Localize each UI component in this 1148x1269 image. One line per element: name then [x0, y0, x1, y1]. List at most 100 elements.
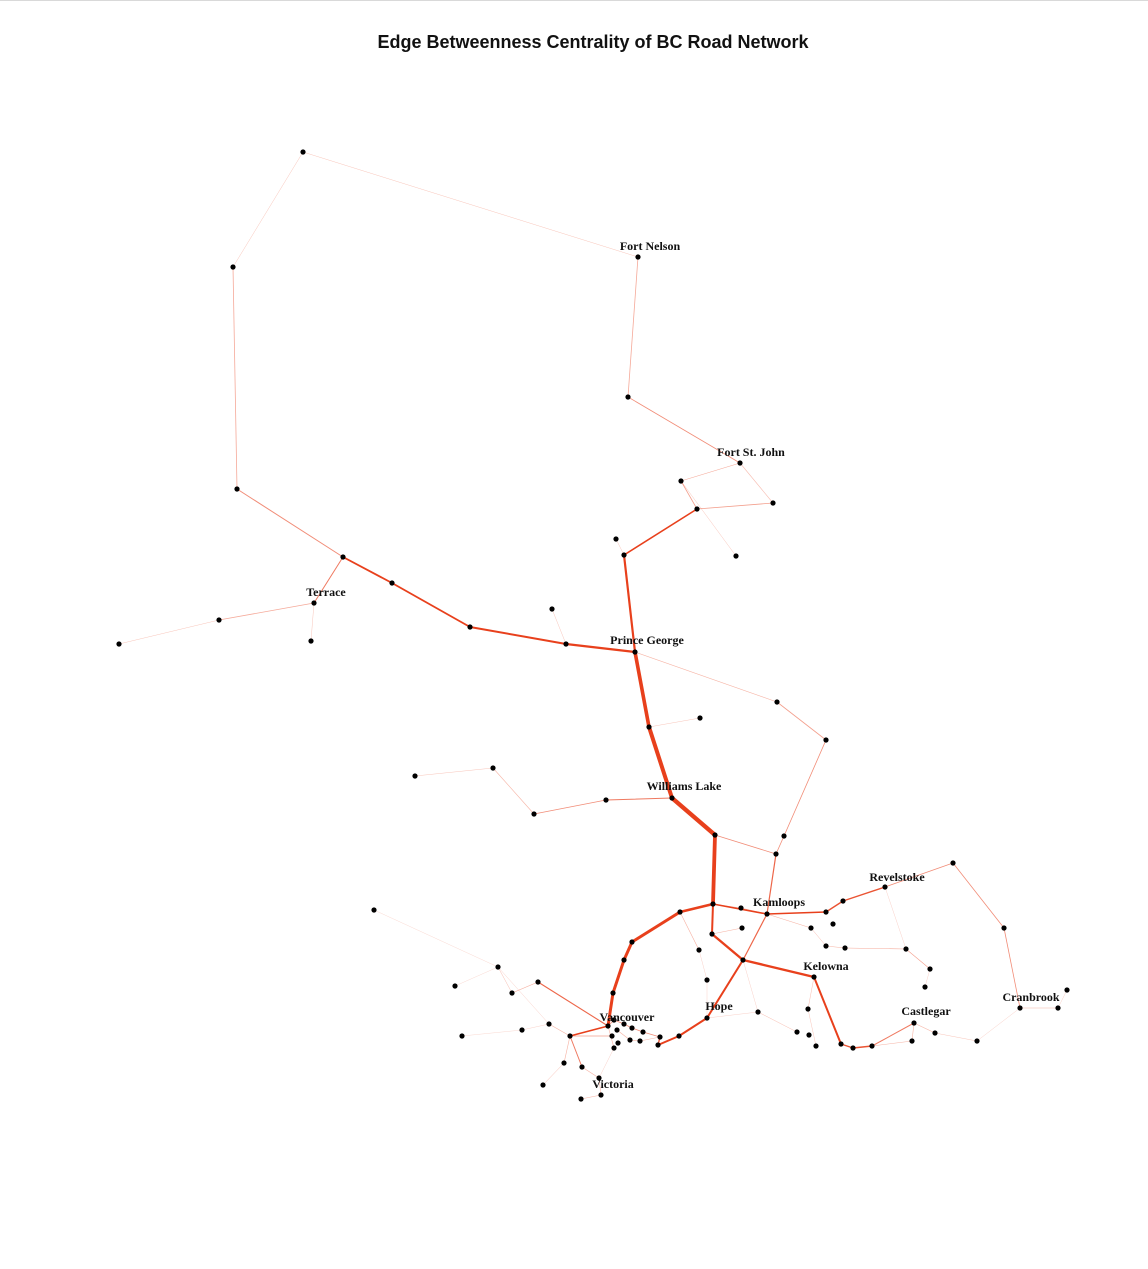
label-castlegar: Castlegar: [901, 1004, 951, 1018]
network-node: [697, 715, 703, 721]
network-node: [621, 1021, 627, 1027]
road-edge: [825, 945, 846, 949]
network-node: [635, 254, 641, 260]
network-node: [311, 600, 317, 606]
network-node: [764, 911, 770, 917]
network-node: [655, 1042, 661, 1048]
road-edge: [884, 862, 954, 888]
edge-layer: [118, 151, 1068, 1100]
road-edge: [647, 725, 674, 800]
network-node: [808, 925, 814, 931]
network-node: [546, 1021, 552, 1027]
network-node: [709, 931, 715, 937]
network-node: [838, 1041, 844, 1047]
road-edge: [698, 949, 708, 981]
road-edge: [871, 1022, 915, 1047]
network-node: [300, 149, 306, 155]
network-node: [704, 977, 710, 983]
road-edge: [569, 1025, 609, 1037]
road-edge: [492, 767, 535, 815]
road-edge: [740, 907, 768, 915]
road-edge: [521, 1023, 550, 1031]
road-edge: [497, 966, 550, 1025]
network-node: [646, 724, 652, 730]
road-edge: [236, 488, 344, 558]
road-edge: [766, 853, 777, 915]
road-edge: [616, 1029, 631, 1041]
network-node: [412, 773, 418, 779]
network-node: [850, 1045, 856, 1051]
road-edge: [711, 927, 743, 935]
network-node: [696, 947, 702, 953]
road-edge: [611, 958, 626, 995]
road-edge: [934, 1032, 978, 1042]
road-edge: [569, 1035, 583, 1068]
road-edge: [766, 911, 827, 915]
network-node: [677, 909, 683, 915]
network-node: [216, 617, 222, 623]
road-edge: [533, 799, 607, 815]
network-node: [922, 984, 928, 990]
top-border: [0, 0, 1148, 1]
label-fort-nelson: Fort Nelson: [620, 239, 681, 253]
road-edge: [924, 968, 931, 988]
network-node: [598, 1092, 604, 1098]
network-node: [694, 506, 700, 512]
network-node: [774, 699, 780, 705]
label-victoria: Victoria: [592, 1077, 634, 1091]
network-node: [805, 1006, 811, 1012]
road-edge: [414, 767, 494, 777]
network-node: [669, 795, 675, 801]
network-node: [738, 905, 744, 911]
road-edge: [391, 582, 471, 628]
network-node: [676, 1033, 682, 1039]
road-edge: [710, 932, 745, 962]
road-edge: [497, 966, 513, 994]
road-edge: [712, 903, 742, 909]
network-node: [1001, 925, 1007, 931]
road-edge: [542, 1062, 565, 1086]
road-edge: [679, 911, 700, 951]
network-node: [371, 907, 377, 913]
network-node: [629, 1025, 635, 1031]
network-node: [629, 939, 635, 945]
road-edge: [825, 900, 844, 913]
road-edge: [622, 940, 634, 962]
network-node: [615, 1040, 621, 1046]
road-edge: [633, 650, 651, 729]
road-edge: [657, 1035, 680, 1046]
network-node: [823, 909, 829, 915]
network-node: [869, 1043, 875, 1049]
network-node: [611, 1045, 617, 1051]
network-node: [540, 1082, 546, 1088]
road-edge: [911, 1022, 915, 1042]
network-node: [627, 1037, 633, 1043]
road-edge: [548, 1023, 571, 1037]
network-node: [1017, 1005, 1023, 1011]
road-edge: [714, 834, 777, 855]
network-node: [823, 943, 829, 949]
network-node: [712, 832, 718, 838]
network-node: [710, 901, 716, 907]
road-edge: [598, 1077, 602, 1096]
label-cranbrook: Cranbrook: [1002, 990, 1059, 1004]
road-edge: [373, 909, 499, 968]
road-edge: [742, 959, 759, 1013]
network-node: [340, 554, 346, 560]
network-node: [609, 1033, 615, 1039]
road-edge: [627, 256, 639, 398]
label-fort-st-john: Fort St. John: [717, 445, 785, 459]
network-node: [974, 1038, 980, 1044]
road-edge: [598, 1047, 615, 1079]
road-edge: [742, 913, 768, 961]
road-edge: [580, 1094, 602, 1100]
road-edge: [706, 959, 744, 1019]
network-node: [1064, 987, 1070, 993]
road-edge: [810, 927, 827, 947]
network-node: [452, 983, 458, 989]
road-edge: [775, 835, 785, 855]
network-node: [909, 1038, 915, 1044]
road-edge: [783, 739, 827, 837]
road-edge: [739, 462, 774, 504]
network-node: [621, 552, 627, 558]
